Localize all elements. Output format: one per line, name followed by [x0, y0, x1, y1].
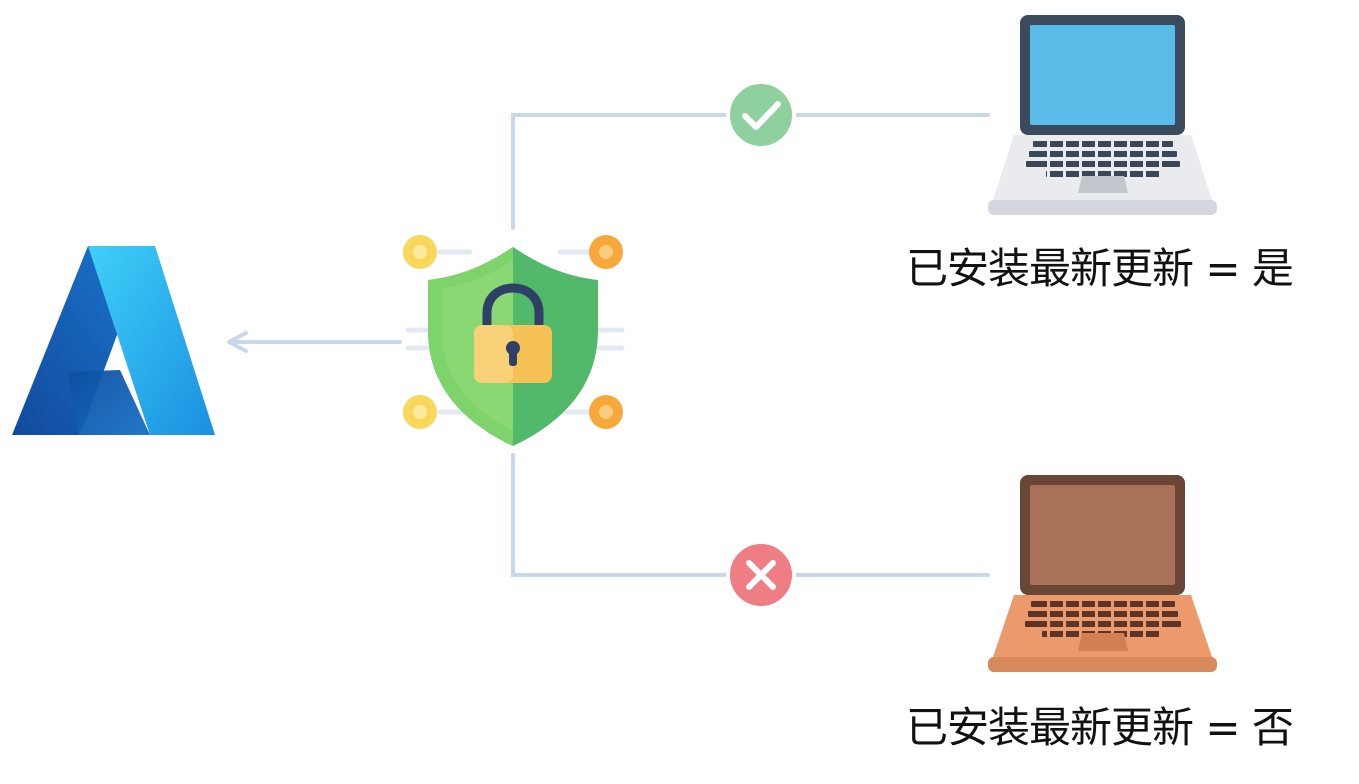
- azure-logo-icon: [12, 246, 215, 435]
- device-label-compliant: 已安装最新更新 = 是: [906, 244, 1294, 293]
- circuit-traces: [405, 249, 625, 415]
- connector-top: [511, 113, 990, 230]
- connector-lines: [234, 113, 990, 577]
- circuit-nodes: [403, 235, 623, 429]
- device-label-noncompliant: 已安装最新更新 = 否: [906, 703, 1294, 752]
- connector-bottom: [511, 453, 990, 577]
- arrow-left-icon: [227, 331, 248, 353]
- laptop-compliant-icon: [988, 15, 1217, 215]
- close-icon: [746, 560, 776, 590]
- laptop-noncompliant-icon: [988, 475, 1217, 672]
- status-badge-allowed: [726, 80, 796, 150]
- shield-lock-icon: [428, 247, 598, 446]
- status-badge-blocked: [726, 540, 796, 610]
- check-icon: [742, 101, 781, 130]
